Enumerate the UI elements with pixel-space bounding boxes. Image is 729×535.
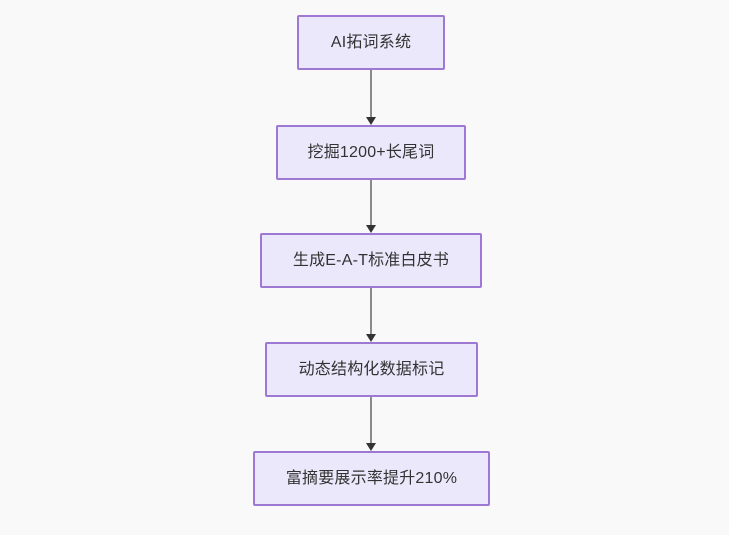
arrowhead-n4-n5: [366, 443, 376, 451]
node-label: 生成E-A-T标准白皮书: [292, 251, 450, 269]
edge-n2-n3: [370, 180, 372, 225]
flowchart-node-dynamic-structured-data-markup[interactable]: 动态结构化数据标记: [265, 342, 478, 397]
edge-n1-n2: [370, 70, 372, 117]
arrowhead-n3-n4: [366, 334, 376, 342]
arrowhead-n1-n2: [366, 117, 376, 125]
flowchart-node-mine-longtail-keywords[interactable]: 挖掘1200+长尾词: [276, 125, 466, 180]
flowchart-node-rich-snippet-impression-uplift[interactable]: 富摘要展示率提升210%: [253, 451, 490, 506]
node-label: 富摘要展示率提升210%: [285, 469, 458, 487]
flowchart-node-ai-keyword-system[interactable]: AI拓词系统: [297, 15, 445, 70]
arrowhead-n2-n3: [366, 225, 376, 233]
node-label: 挖掘1200+长尾词: [307, 143, 435, 161]
edge-n4-n5: [370, 397, 372, 443]
flowchart-node-generate-eat-whitepaper[interactable]: 生成E-A-T标准白皮书: [260, 233, 482, 288]
node-label: 动态结构化数据标记: [298, 360, 445, 378]
node-label: AI拓词系统: [330, 33, 412, 51]
edge-n3-n4: [370, 288, 372, 334]
